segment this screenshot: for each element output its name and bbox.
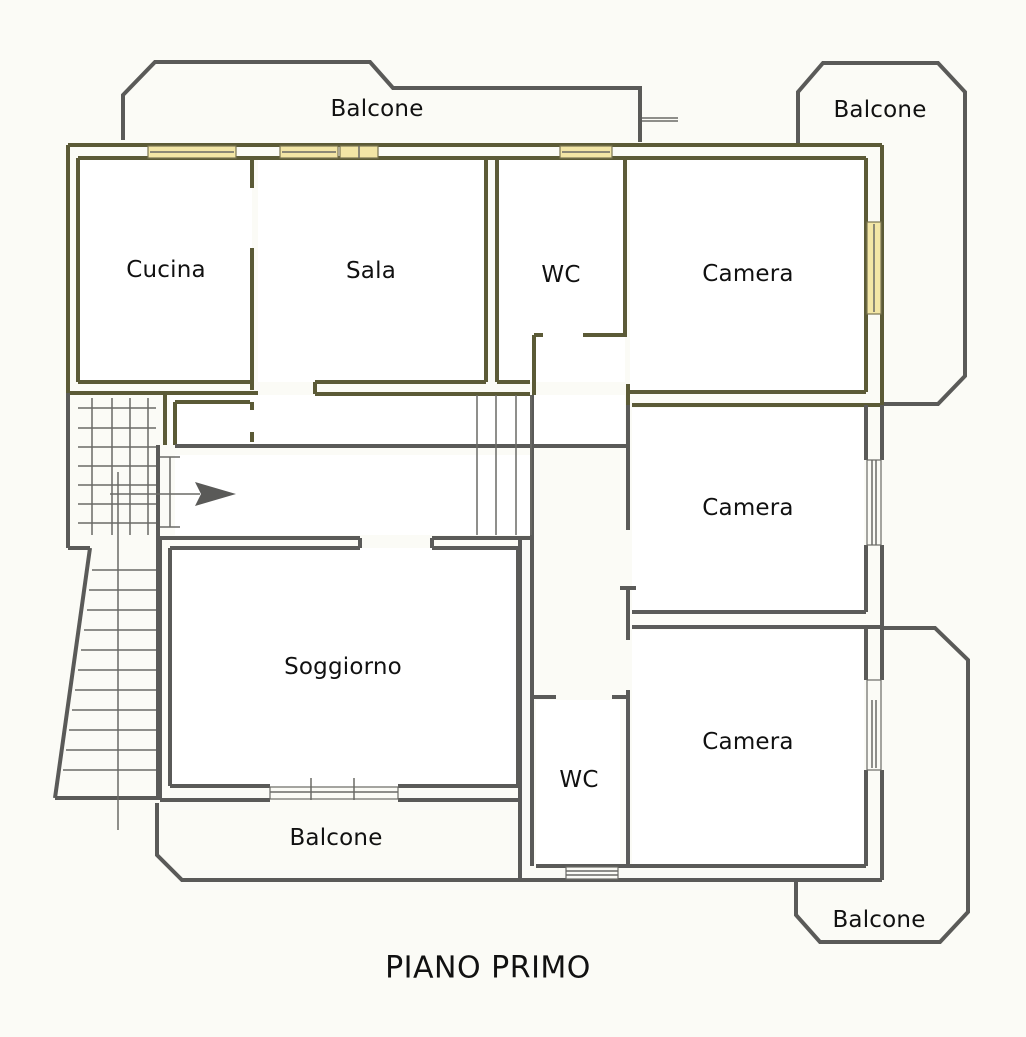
balcony-outlines xyxy=(121,60,970,944)
room-label-sala: Sala xyxy=(346,258,396,284)
room-label-camera-2: Camera xyxy=(702,495,794,521)
room-label-balcone-bottom: Balcone xyxy=(289,825,383,851)
room-label-wc-lower: WC xyxy=(559,767,599,793)
room-label-balcone-top-right: Balcone xyxy=(833,97,927,123)
stairs-icon xyxy=(63,398,160,830)
room-label-camera-1: Camera xyxy=(702,261,794,287)
entrance-door xyxy=(160,456,180,528)
room-label-wc-upper: WC xyxy=(541,262,581,288)
room-fills xyxy=(78,160,866,866)
room-label-balcone-bottom-right: Balcone xyxy=(832,907,926,933)
room-label-balcone-top: Balcone xyxy=(330,96,424,122)
arrow-right-icon xyxy=(160,482,236,506)
lower-walls xyxy=(53,393,884,882)
upper-windows xyxy=(147,145,882,315)
room-label-cucina: Cucina xyxy=(126,257,206,283)
room-label-soggiorno: Soggiorno xyxy=(284,654,402,680)
floor-title: PIANO PRIMO xyxy=(385,950,591,986)
lower-windows xyxy=(269,459,882,880)
room-label-camera-3: Camera xyxy=(702,729,794,755)
corridor-step-lines xyxy=(476,395,532,535)
